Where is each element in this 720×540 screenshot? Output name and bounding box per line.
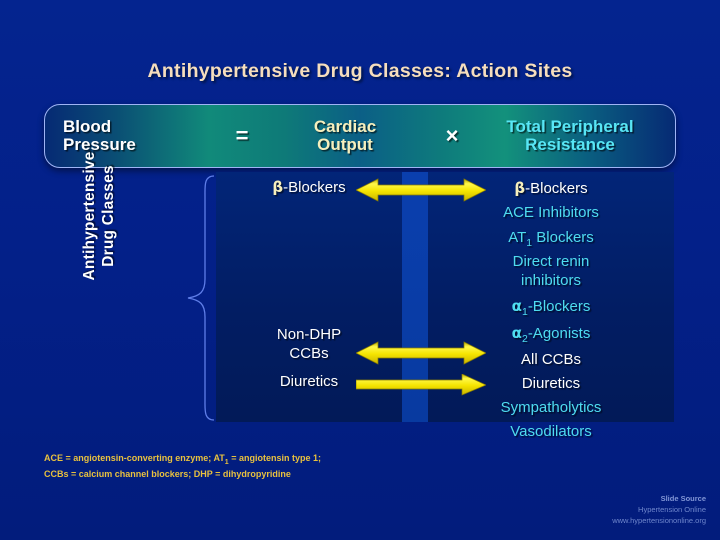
- equation-multiply-sign: ×: [445, 123, 459, 149]
- tpr-drug-class-list: β-Blockers ACE Inhibitors AT1 Blockers D…: [428, 176, 674, 445]
- co-item-non-dhp-ccbs-label: Non-DHP CCBs: [276, 326, 342, 362]
- equation-equals-sign: =: [235, 123, 249, 149]
- footnote: ACE = angiotensin-converting enzyme; AT1…: [44, 452, 474, 482]
- tpr-item-sympatholytics: Sympatholytics: [500, 399, 602, 417]
- tpr-item-diuretics: Diuretics: [521, 374, 581, 392]
- co-item-diuretics-label: Diuretics: [279, 373, 339, 390]
- blood-pressure-equation-banner: Blood Pressure = Cardiac Output × Total …: [44, 104, 676, 168]
- footnote-line-2: CCBs = calcium channel blockers; DHP = d…: [44, 469, 291, 480]
- co-item-beta-blockers: β-Blockers: [216, 178, 402, 198]
- tpr-item-all-ccbs: All CCBs: [520, 350, 581, 368]
- credit-line-2: Hypertension Online: [638, 504, 706, 514]
- antihypertensive-drug-classes-text: Antihypertensive Drug Classes: [81, 151, 117, 281]
- slide-source-credit: Slide Source Hypertension Online www.hyp…: [476, 494, 706, 527]
- equation-tpr-label: Total Peripheral Resistance: [506, 116, 634, 154]
- antihypertensive-drug-classes-label: Antihypertensive Drug Classes: [80, 111, 120, 321]
- tpr-item-vasodilators: Vasodilators: [510, 423, 592, 441]
- co-item-beta-blockers-label: -Blockers: [283, 179, 346, 196]
- credit-line-1: Slide Source: [660, 494, 706, 503]
- arrow-right-diuretics: [356, 374, 486, 396]
- credit-line-3: www.hypertensiononline.org: [612, 515, 706, 525]
- arrow-double-non-dhp-ccbs: [356, 341, 486, 365]
- co-item-diuretics: Diuretics: [216, 373, 402, 392]
- page-title: Antihypertensive Drug Classes: Action Si…: [147, 60, 573, 82]
- footnote-line-1: ACE = angiotensin-converting enzyme; AT1…: [44, 453, 321, 466]
- curly-brace-icon: [187, 175, 215, 421]
- equation-blood-pressure: Blood Pressure: [63, 105, 213, 167]
- arrow-double-beta-blockers: [356, 178, 486, 202]
- equation-cardiac-output-label: Cardiac Output: [313, 116, 377, 154]
- beta-glyph: β: [272, 178, 284, 196]
- tpr-item-beta-blockers: β-Blockers: [514, 179, 588, 197]
- co-item-non-dhp-ccbs: Non-DHP CCBs: [216, 326, 402, 364]
- equation-blood-pressure-label: Blood Pressure: [63, 116, 136, 154]
- tpr-item-at1-blockers: AT1 Blockers: [508, 228, 594, 249]
- tpr-item-alpha2-agonists: α2-Agonists: [511, 323, 591, 345]
- tpr-item-ace-inhibitors: ACE Inhibitors: [503, 204, 599, 222]
- tpr-item-alpha1-blockers: α1-Blockers: [511, 296, 591, 318]
- equation-cardiac-output: Cardiac Output: [265, 105, 425, 167]
- equation-total-peripheral-resistance: Total Peripheral Resistance: [477, 105, 663, 167]
